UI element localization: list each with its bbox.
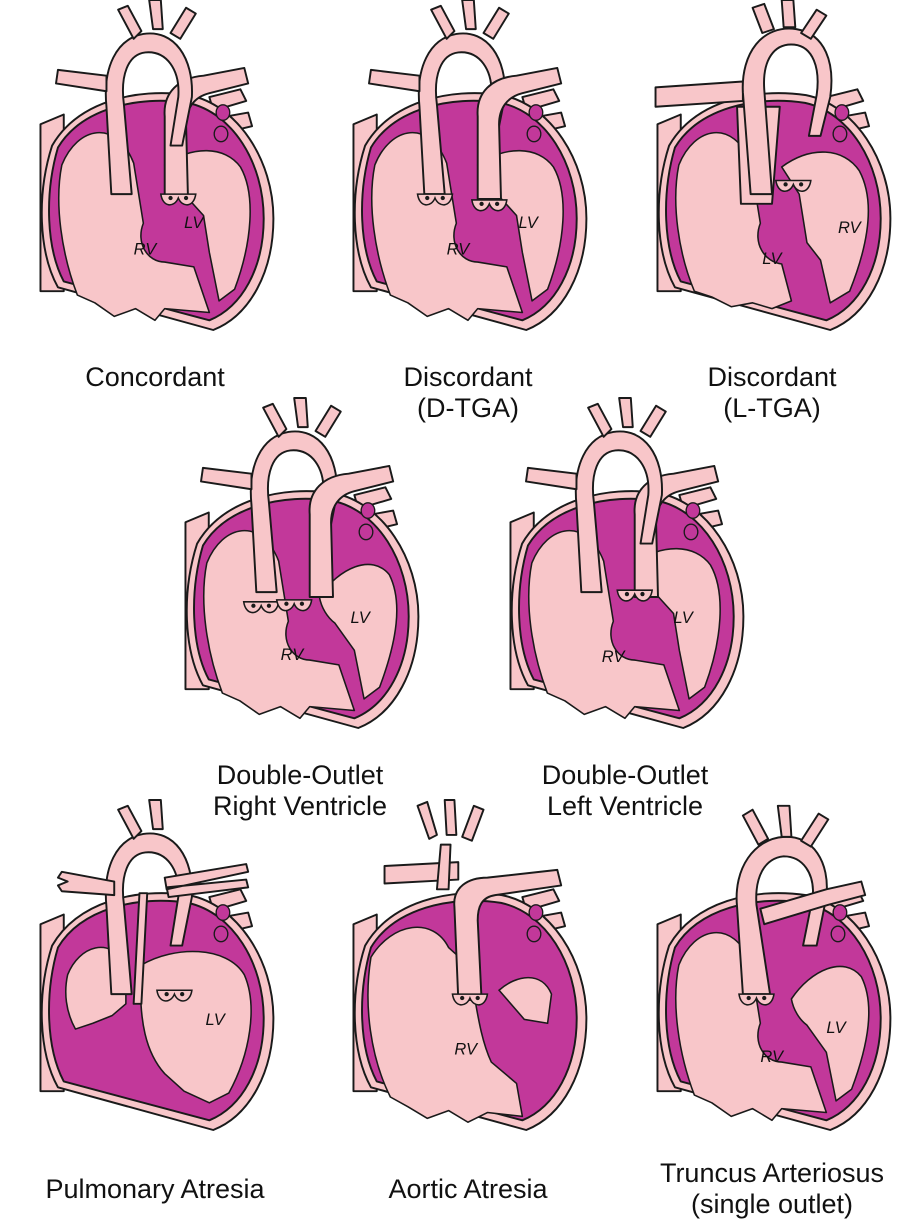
pulmonary-vein-ostium — [359, 524, 373, 540]
left-pulmonary-artery — [526, 468, 576, 489]
left-pulmonary-artery — [369, 70, 419, 91]
pulmonary-vein-ostium — [686, 503, 700, 519]
caption-pulmonary-atresia: Pulmonary Atresia — [5, 1174, 305, 1205]
caption-line: Double-Outlet — [475, 760, 775, 791]
caption-line: Truncus Arteriosus — [622, 1158, 921, 1189]
caption-line: Concordant — [5, 362, 305, 393]
pulmonary-vein-ostium — [527, 926, 541, 942]
valve-coronary-ostium — [267, 604, 271, 608]
caption-concordant: Concordant — [5, 362, 305, 393]
heart-illustration-pulmonary-atresia: LV — [5, 800, 305, 1130]
caption-line: Aortic Atresia — [318, 1174, 618, 1205]
valve-coronary-ostium — [476, 996, 480, 1000]
panel-d-tga: LVRV Discordant (D-TGA) — [318, 0, 618, 390]
valve-coronary-ostium — [747, 996, 751, 1000]
panel-truncus-arteriosus: LVRV Truncus Arteriosus (single outlet) — [622, 800, 921, 1190]
pulmonary-vein-ostium — [361, 503, 375, 519]
panel-dorv: LVRV Double-Outlet Right Ventricle — [150, 398, 450, 788]
caption-line: Pulmonary Atresia — [5, 1174, 305, 1205]
caption-line: (single outlet) — [622, 1189, 921, 1220]
rv-label: RV — [838, 219, 863, 237]
lv-label: LV — [184, 214, 205, 232]
valve-coronary-ostium — [783, 182, 787, 186]
pulmonary-vein-ostium — [835, 105, 849, 121]
lv-label: LV — [826, 1019, 847, 1037]
valve-coronary-ostium — [799, 182, 803, 186]
valve-coronary-ostium — [441, 196, 445, 200]
caption-truncus-arteriosus: Truncus Arteriosus (single outlet) — [622, 1158, 921, 1220]
heart-illustration-d-tga: LV RV — [318, 0, 618, 330]
panel-concordant: LV RV Concordant — [5, 0, 305, 390]
lv-label: LV — [518, 214, 539, 232]
lv-label: LV — [205, 1011, 226, 1029]
pulmonary-vein-ostium — [833, 905, 847, 921]
heart-illustration-l-tga: LV RV — [622, 0, 921, 330]
caption-aortic-atresia: Aortic Atresia — [318, 1174, 618, 1205]
pulmonary-vein-ostium — [684, 524, 698, 540]
caption-line: Discordant — [622, 362, 921, 393]
left-pulmonary-artery — [201, 468, 251, 489]
left-pulmonary-artery — [56, 70, 106, 91]
rv-label: RV — [447, 240, 472, 258]
valve-coronary-ostium — [495, 202, 499, 206]
valve-coronary-ostium — [300, 602, 304, 606]
valve-coronary-ostium — [168, 196, 172, 200]
panel-aortic-atresia: RV Aortic Atresia — [318, 800, 618, 1190]
valve-coronary-ostium — [625, 592, 629, 596]
valve-coronary-ostium — [425, 196, 429, 200]
pulmonary-vein-ostium — [214, 126, 228, 142]
valve-coronary-ostium — [762, 996, 766, 1000]
lv-label: LV — [762, 250, 783, 268]
aortic-arch-branches — [418, 800, 484, 841]
caption-line: Double-Outlet — [150, 760, 450, 791]
valve-coronary-ostium — [460, 996, 464, 1000]
panel-pulmonary-atresia: LV Pulmonary Atresia — [5, 800, 305, 1190]
valve-coronary-ostium — [184, 196, 188, 200]
rv-label: RV — [281, 646, 306, 664]
pulmonary-vein-ostium — [831, 926, 845, 942]
heart-illustration-concordant: LV RV — [5, 0, 305, 330]
valve-coronary-ostium — [165, 992, 169, 996]
rv-label: RV — [602, 648, 627, 666]
pulmonary-vein-ostium — [529, 105, 543, 121]
pulmonary-vein-ostium — [529, 905, 543, 921]
valve-coronary-ostium — [251, 604, 255, 608]
lv-label: LV — [350, 609, 371, 627]
pulmonary-vein-ostium — [216, 105, 230, 121]
valve-coronary-ostium — [284, 602, 288, 606]
pulmonary-vein-ostium — [214, 926, 228, 942]
heart-illustration-aortic-atresia: RV — [318, 800, 618, 1130]
pulmonary-vein-ostium — [216, 905, 230, 921]
valve-coronary-ostium — [640, 592, 644, 596]
rv-label: RV — [134, 240, 159, 258]
lv-label: LV — [674, 609, 695, 627]
pulmonary-vein-ostium — [527, 126, 541, 142]
valve-coronary-ostium — [180, 992, 184, 996]
rv-label: RV — [454, 1040, 479, 1058]
valve-coronary-ostium — [479, 202, 483, 206]
rv-label: RV — [760, 1048, 785, 1066]
left-pulmonary-artery — [58, 872, 114, 895]
heart-illustration-dorv: LV RV — [150, 398, 450, 728]
hypoplastic-aorta — [437, 845, 451, 890]
heart-illustration-dolv: LV RV — [475, 398, 775, 728]
heart-illustration-truncus-arteriosus: LV RV — [622, 800, 921, 1130]
pulmonary-vein-ostium — [833, 126, 847, 142]
caption-line: Discordant — [318, 362, 618, 393]
